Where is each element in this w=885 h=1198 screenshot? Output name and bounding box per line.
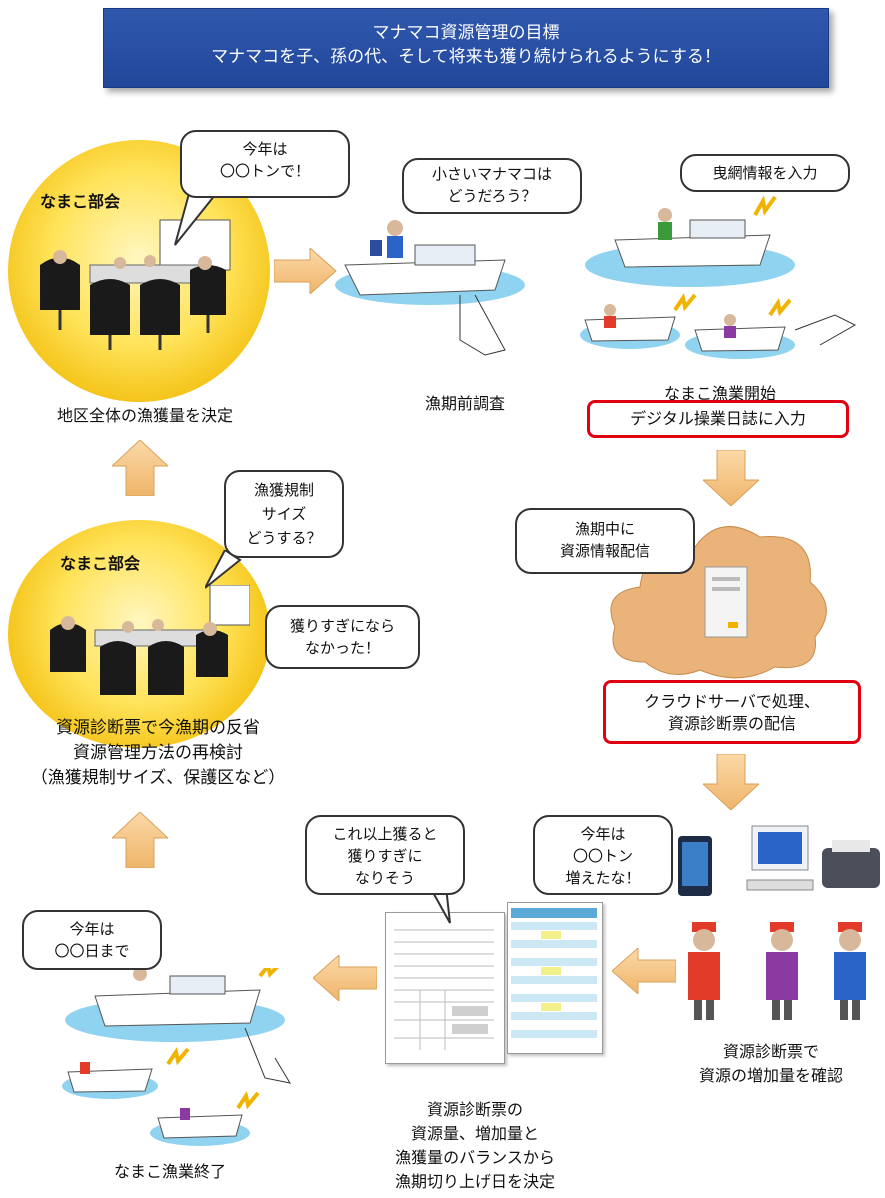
review-meeting-illustration-icon — [50, 585, 250, 695]
survey-boat-icon — [335, 220, 525, 356]
speech-bubble-start: 曳網情報を入力 — [680, 154, 850, 192]
speech-bubble-survey: 小さいマナマコは どうだろう？ — [402, 158, 582, 214]
resource-table-grid-icon — [511, 908, 597, 1038]
speech-bubble-end: 今年は 〇〇日まで — [22, 910, 162, 970]
caption-review: 資源診断票で今漁期の反省 資源管理方法の再検討 （漁獲規制サイズ、保護区など） — [30, 718, 286, 788]
fishing-boats-icon — [580, 195, 857, 359]
arrow-left-icon — [313, 955, 377, 1001]
devices-icon — [678, 825, 880, 896]
group-label-top: なまこ部会 — [40, 192, 121, 211]
speech-bubble-decide: 今年は 〇〇トンで！ — [180, 130, 350, 198]
highlight-digital-log: デジタル操業日誌に入力 — [587, 400, 849, 438]
highlight-cloud-processing: クラウドサーバで処理、 資源診断票の配信 — [603, 680, 861, 744]
arrow-up-icon — [112, 812, 168, 868]
arrow-left-icon — [612, 948, 676, 994]
caption-start: なまこ漁業開始 — [663, 384, 776, 403]
speech-bubble-review-result: 獲りすぎになら なかった！ — [265, 605, 420, 669]
caption-survey: 漁期前調査 — [424, 394, 505, 413]
arrow-down-icon — [703, 754, 759, 810]
speech-bubble-server: 漁期中に 資源情報配信 — [515, 508, 695, 574]
bubble-tail-decide — [174, 190, 217, 246]
diagnosis-sheet-lines-icon — [394, 929, 494, 1050]
returning-boats-icon — [62, 968, 292, 1146]
caption-end: なまこ漁業終了 — [113, 1162, 226, 1181]
caption-decide: 地区全体の漁獲量を決定 — [56, 406, 233, 425]
banner-subtitle: マナマコを子、孫の代、そして将来も獲り続けられるようにする！ — [211, 47, 721, 67]
arrow-right-icon — [274, 248, 337, 294]
caption-confirm: 資源診断票で 資源の増加量を確認 — [698, 1042, 843, 1085]
group-label-review: なまこ部会 — [60, 554, 141, 573]
banner-title: マナマコ資源管理の目標 — [372, 23, 560, 43]
arrow-up-icon — [112, 440, 168, 496]
meeting-illustration-icon — [40, 219, 231, 350]
caption-balance: 資源診断票の 資源量、増加量と 漁獲量のバランスから 漁期切り上げ日を決定 — [394, 1100, 555, 1191]
fishermen-icon — [688, 922, 866, 1020]
speech-bubble-review-size: 漁獲規制 サイズ どうする？ — [224, 470, 344, 558]
speech-bubble-confirm: 今年は 〇〇トン 増えたな！ — [533, 815, 673, 895]
goal-banner: マナマコ資源管理の目標 マナマコを子、孫の代、そして将来も獲り続けられるようにす… — [103, 8, 829, 88]
arrow-down-icon — [703, 450, 759, 506]
speech-bubble-balance: これ以上獲ると 獲りすぎに なりそう — [305, 815, 465, 895]
